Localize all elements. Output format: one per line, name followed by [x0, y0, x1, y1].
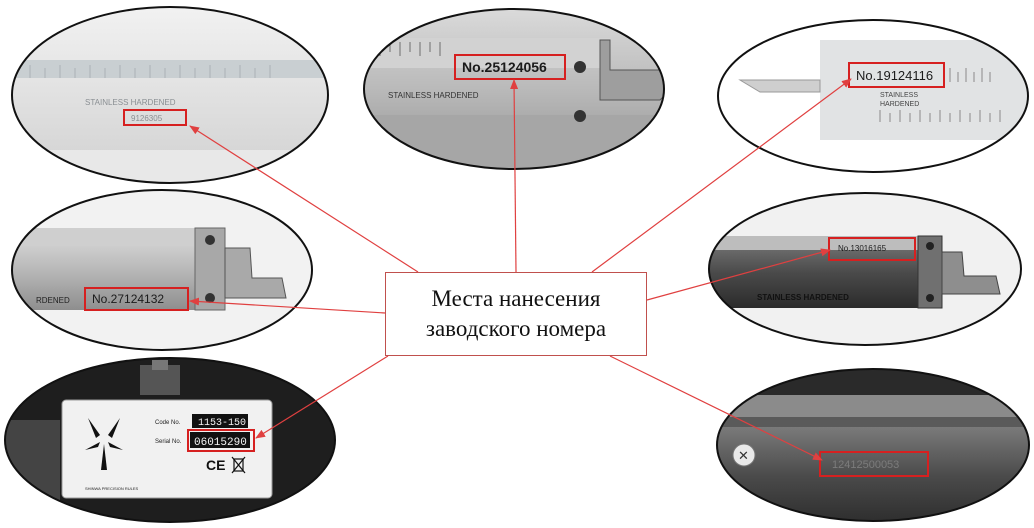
center-label-line-1: Места нанесения	[431, 286, 601, 311]
manufacturer-text: SHINWA PRECISION RULES	[85, 486, 139, 491]
digital-serial-highlight	[187, 429, 255, 452]
serial-no-label: Serial No.	[155, 439, 182, 445]
ce-mark: CE	[206, 457, 225, 473]
ruler-serial-number: 9126305	[131, 114, 163, 123]
caliper-right-serial-number: No.19124116	[856, 68, 933, 83]
arrow-to-caliper-top	[510, 79, 519, 273]
weee-bin-icon	[231, 456, 246, 474]
close-icon: ✕	[738, 449, 749, 464]
caliper-left-serial-highlight	[84, 287, 189, 311]
ruler-serial-highlight	[123, 109, 187, 126]
photo-caliper-top: No.25124056 STAINLESS HARDENED	[363, 8, 665, 170]
caliper-top-serial-highlight	[454, 54, 566, 80]
arrow-to-caliper-left	[189, 297, 386, 314]
caliper-left-serial-number: No.27124132	[92, 292, 164, 306]
ruler-marking-text: STAINLESS HARDENED	[85, 98, 176, 107]
logo-icon	[85, 418, 123, 470]
code-no-label: Code No.	[155, 420, 181, 426]
arrow-to-caliper-dark	[646, 248, 831, 301]
photo-caliper-right: No.19124116 STAINLESS HARDENED	[717, 19, 1029, 173]
caliper-dark-marking-text: STAINLESS HARDENED	[757, 293, 849, 302]
caliper-top-marking-text: STAINLESS HARDENED	[388, 91, 479, 100]
center-label-box: Места нанесения заводского номера	[385, 272, 647, 356]
code-no-value: 1153-150	[198, 418, 246, 429]
arrow-to-ruler	[189, 125, 419, 273]
photo-caliper-left: RDENED No.27124132	[11, 189, 313, 351]
caliper-dark-serial-number: No.13016165	[838, 244, 887, 253]
caliper-right-marking-stainless: STAINLESS	[880, 92, 918, 99]
photo-ruler: STAINLESS HARDENED 9126305	[11, 6, 329, 184]
scale-serial-highlight	[819, 451, 929, 477]
connector-arrows	[189, 78, 852, 461]
caliper-top-serial-number: No.25124056	[462, 59, 547, 75]
photo-caliper-dark: No.13016165 STAINLESS HARDENED	[708, 192, 1022, 346]
arrow-to-digital	[255, 355, 389, 439]
caliper-right-serial-highlight	[848, 62, 945, 88]
center-label-line-2: заводского номера	[425, 316, 607, 341]
photo-scale-dark: ✕ 12412500053	[716, 368, 1030, 522]
caliper-right-marking-hardened: HARDENED	[880, 101, 919, 108]
arrow-to-caliper-right	[591, 78, 852, 273]
photo-digital-caliper: Code No. 1153-150 Serial No. 06015290 CE…	[4, 357, 336, 523]
serial-no-value: 06015290	[194, 437, 247, 449]
arrow-to-scale	[609, 355, 823, 461]
scale-serial-number: 12412500053	[832, 459, 899, 471]
caliper-left-marking-text: RDENED	[36, 296, 70, 305]
